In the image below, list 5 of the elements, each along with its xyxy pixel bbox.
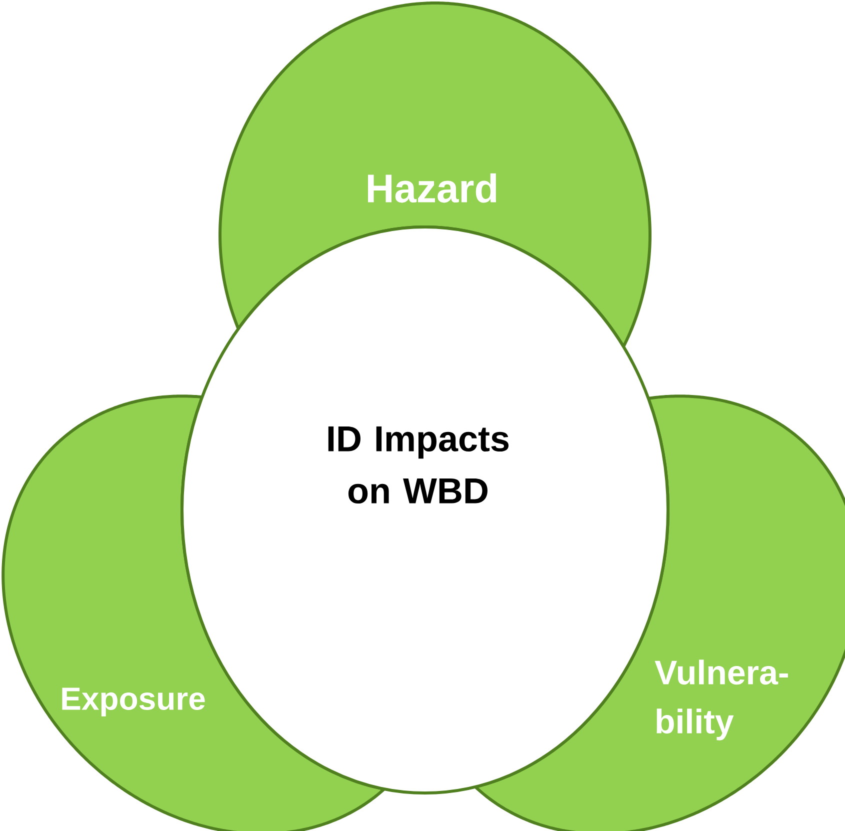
node-label: Hazard — [368, 173, 496, 203]
petal-shape — [218, 2, 652, 348]
node-label: ID Impacts on WBD — [328, 426, 509, 504]
node-label: Exposure — [62, 688, 205, 716]
node-label: Vulnera- bility — [654, 660, 788, 740]
